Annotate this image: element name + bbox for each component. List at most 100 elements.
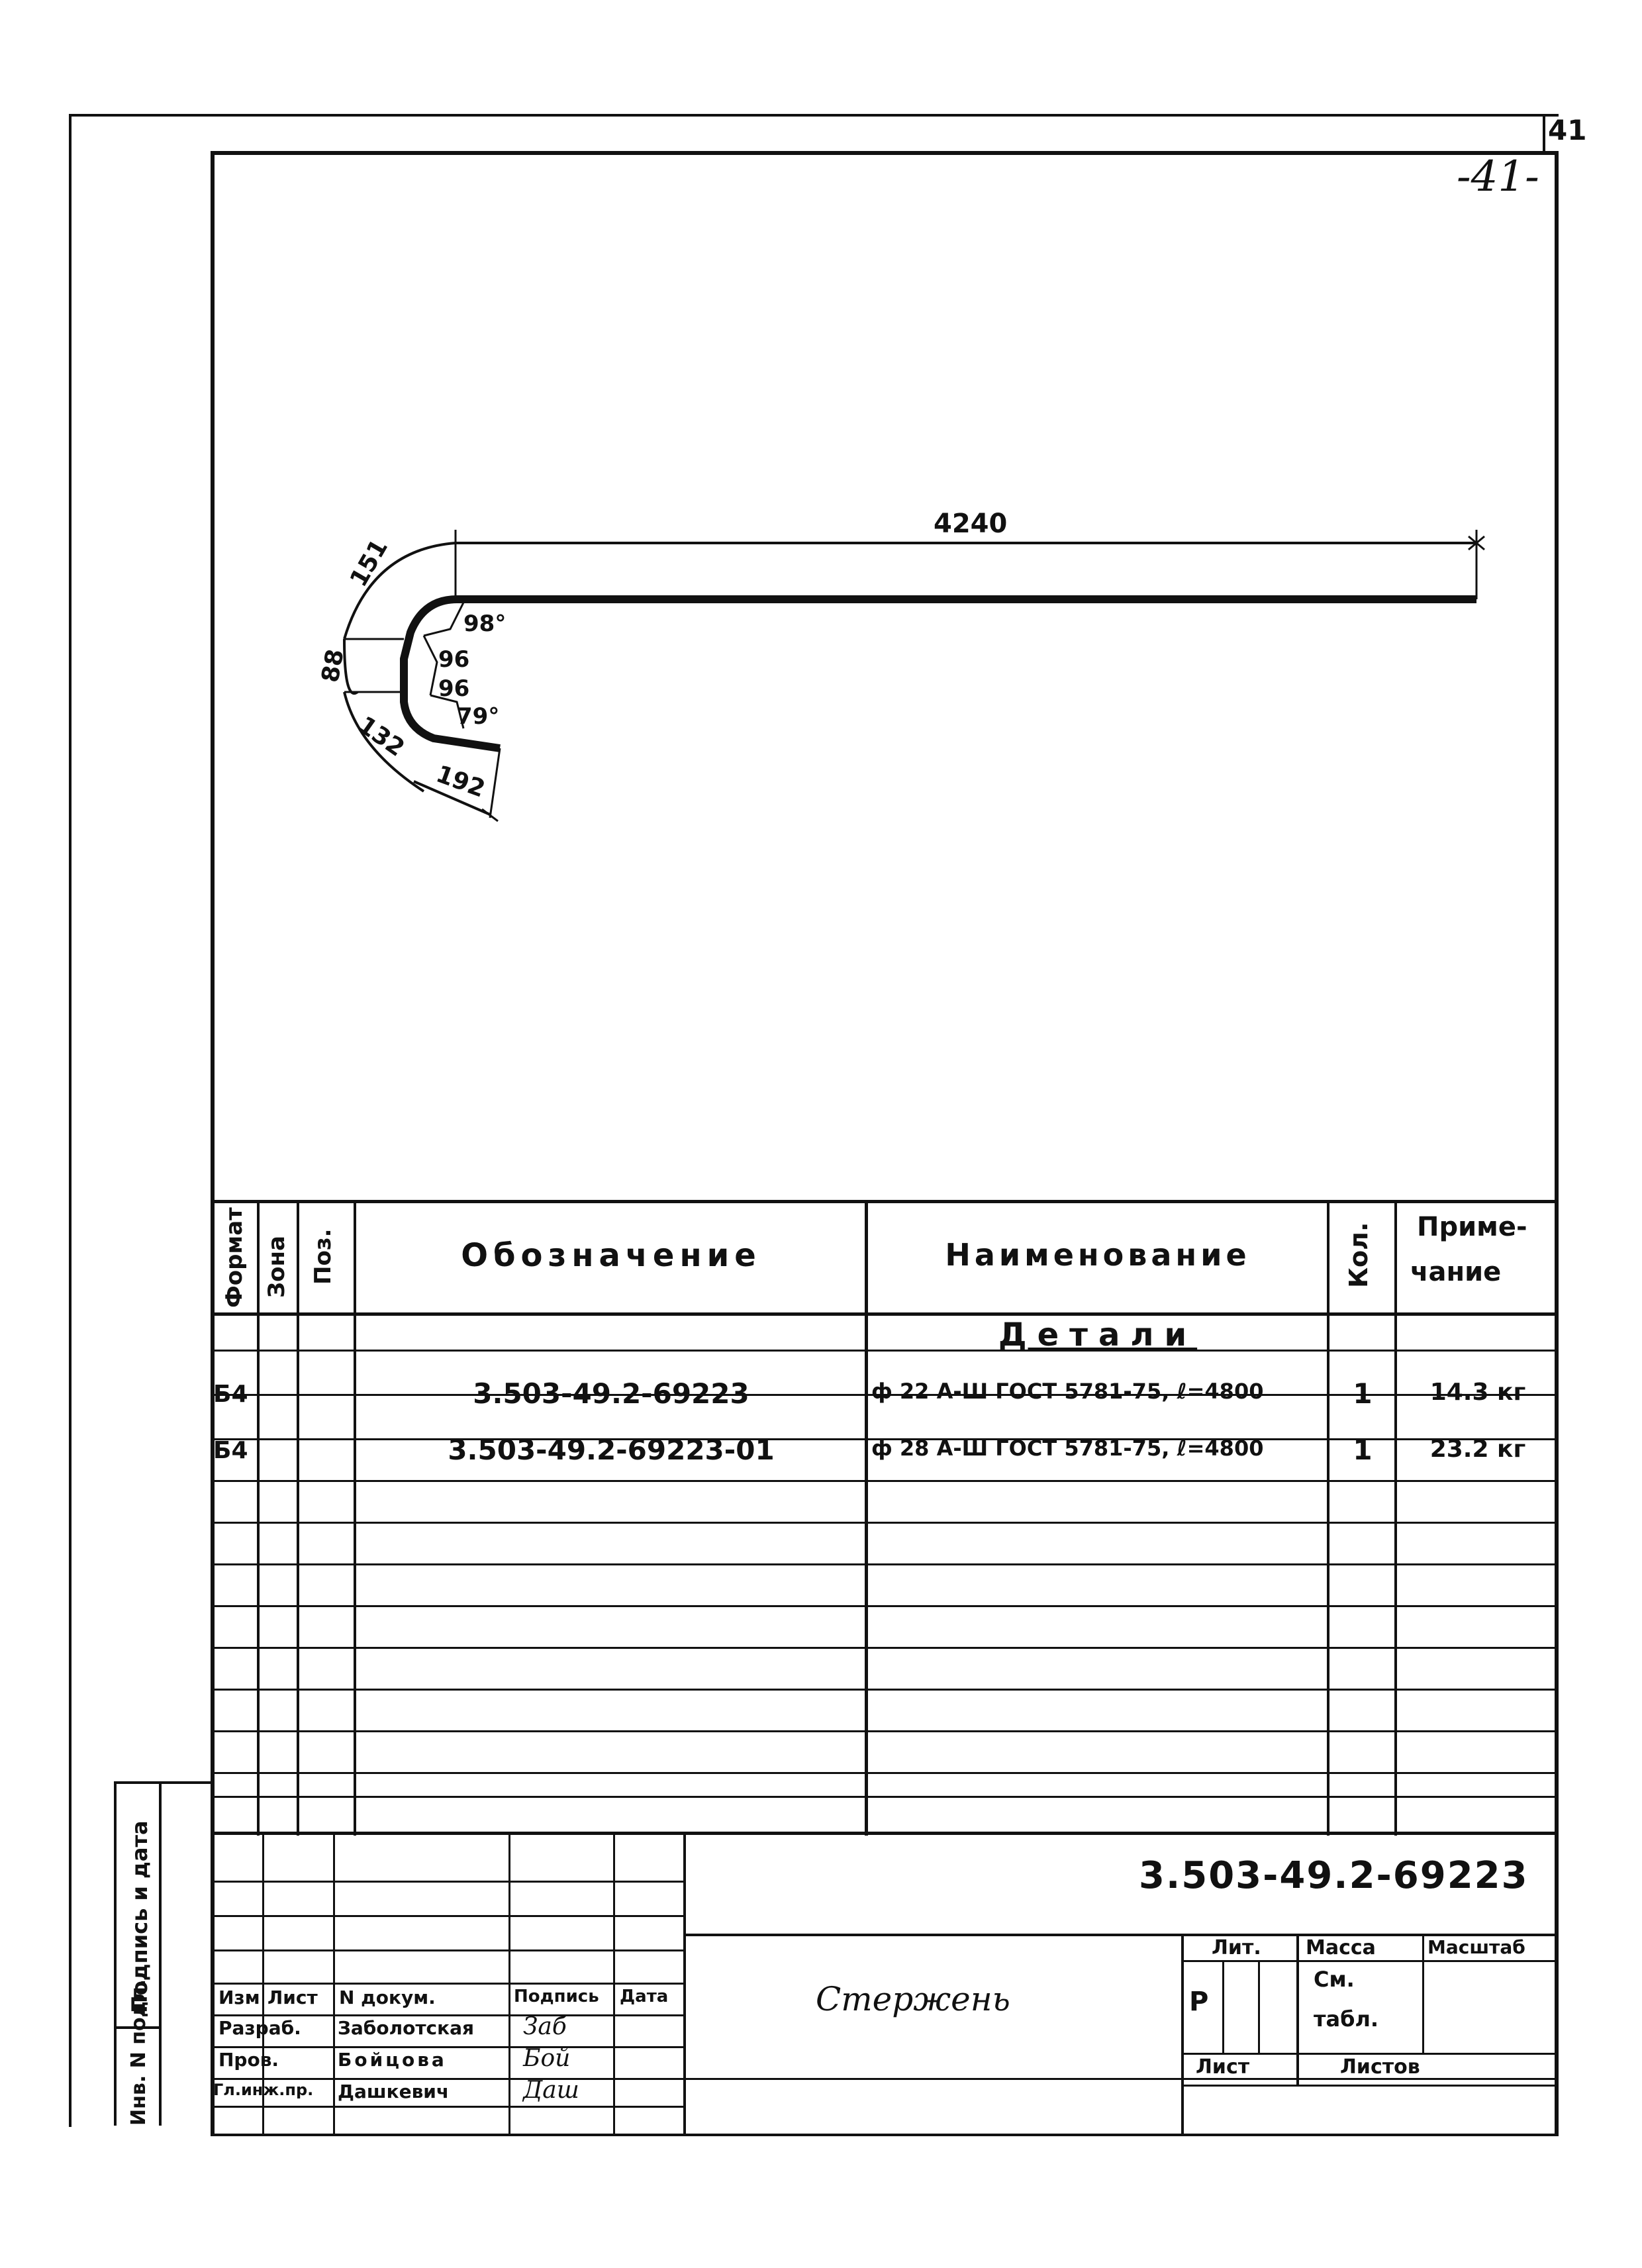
spec-col-line	[865, 1200, 868, 1836]
spec-row-line	[211, 1480, 1559, 1482]
header-qty: Кол.	[1344, 1222, 1373, 1288]
spec-row-line	[211, 1605, 1559, 1607]
spec-col-line	[354, 1200, 356, 1836]
header-note-line1: Приме-	[1417, 1212, 1527, 1242]
spec-row-line	[211, 1796, 1559, 1798]
spec-col-line	[297, 1200, 299, 1836]
tb-role-checker: Пров.	[218, 2049, 279, 2071]
row1-designation: 3.503-49.2-69223	[473, 1377, 749, 1410]
side-stamp-inv-no: Инв. N подл.	[127, 1979, 150, 2126]
tb-signature-chief-engineer: Даш	[523, 2077, 579, 2104]
spec-row-line	[211, 1563, 1559, 1565]
spec-col-line	[1394, 1200, 1397, 1836]
row2-name: ф 28 А-Ш ГОСТ 5781-75, ℓ=4800	[871, 1436, 1264, 1461]
tb-right-row	[1181, 2053, 1559, 2055]
side-stamp-divider	[114, 2026, 162, 2029]
outer-frame-top	[69, 114, 1559, 117]
spec-row-line	[211, 1522, 1559, 1524]
spec-row-line	[211, 1730, 1559, 1732]
row2-note: 23.2 кг	[1429, 1436, 1526, 1463]
angle-98: 98°	[463, 611, 507, 637]
rebar-drawing	[343, 530, 1485, 822]
tb-scale-label: Масштаб	[1427, 1936, 1525, 1958]
tb-lit-value: Р	[1189, 1987, 1209, 2017]
title-block-top	[211, 1832, 1559, 1835]
tb-row-line	[211, 2078, 683, 2080]
side-stamp-right	[159, 1781, 162, 2126]
tb-row-line	[211, 2106, 683, 2108]
tb-header-izm: Изм	[218, 1987, 260, 2008]
header-format: Формат	[221, 1207, 248, 1308]
row1-qty: 1	[1353, 1377, 1373, 1410]
tb-row-line	[211, 1983, 683, 1985]
dim-96-a: 96	[438, 646, 470, 673]
header-designation: Обозначение	[461, 1237, 761, 1274]
tb-sheets-label: Листов	[1340, 2055, 1420, 2079]
spec-row-line	[211, 1438, 1559, 1440]
tb-right-col	[1181, 1934, 1184, 2134]
title-block-bottom	[211, 2134, 1559, 2136]
tb-title-separator	[683, 1934, 1559, 1936]
row2-designation: 3.503-49.2-69223-01	[448, 1434, 775, 1466]
tb-signature-developer: Заб	[523, 2013, 567, 2040]
tb-col-line	[683, 1832, 686, 2134]
dim-height-88: 88	[316, 647, 350, 685]
tb-doc-number: 3.503-49.2-69223	[1139, 1854, 1529, 1897]
inner-frame-right	[1555, 151, 1559, 2135]
tb-lit-sub	[1222, 1960, 1224, 2053]
tb-lower-separator	[683, 2078, 1559, 2080]
inner-frame-top	[211, 151, 1559, 155]
tb-row-line	[211, 1915, 683, 1917]
spec-row-line	[211, 1647, 1559, 1649]
header-note-line2: чание	[1410, 1257, 1502, 1287]
tb-name-checker: Бойцова	[338, 2049, 447, 2071]
tb-mass-label: Масса	[1306, 1936, 1376, 1959]
tb-mass-value-line1: См.	[1314, 1967, 1355, 1992]
tb-lit-sub	[1258, 1960, 1260, 2053]
tb-right-col	[1422, 1934, 1424, 2053]
tb-header-signature: Подпись	[514, 1987, 599, 2006]
header-pos: Поз.	[310, 1228, 336, 1285]
tb-row-line	[211, 1949, 683, 1951]
header-zone: Зона	[264, 1236, 290, 1298]
spec-row-line	[211, 1689, 1559, 1691]
tb-lit-label: Лит.	[1212, 1936, 1261, 1959]
tb-right-row	[1181, 2085, 1559, 2087]
tb-header-list: Лист	[267, 1987, 318, 2008]
tb-role-chief-engineer: Гл.инж.пр.	[213, 2081, 314, 2099]
row1-name: ф 22 А-Ш ГОСТ 5781-75, ℓ=4800	[871, 1379, 1264, 1404]
spec-row-line	[211, 1350, 1559, 1352]
spec-header-bottom	[211, 1312, 1559, 1316]
dim-96-b: 96	[438, 675, 470, 702]
tb-row-line	[211, 1881, 683, 1883]
spec-row-line	[211, 1394, 1559, 1396]
row2-format: Б4	[213, 1437, 248, 1464]
row1-note: 14.3 кг	[1429, 1379, 1526, 1406]
tb-role-developer: Разраб.	[218, 2017, 301, 2039]
spec-top-line	[211, 1200, 1559, 1203]
tb-mass-value-line2: табл.	[1314, 2006, 1379, 2032]
tb-sheet-label: Лист	[1196, 2055, 1250, 2079]
tb-name-chief-engineer: Дашкевич	[338, 2081, 450, 2102]
row2-qty: 1	[1353, 1434, 1373, 1466]
outer-frame-left	[69, 114, 72, 2127]
tb-right-col	[1296, 1934, 1299, 2085]
row1-format: Б4	[213, 1381, 248, 1408]
tb-name-developer: Заболотская	[338, 2017, 475, 2039]
tb-signature-checker: Бой	[523, 2045, 571, 2072]
page-number: 41	[1548, 114, 1587, 146]
dim-length-4240: 4240	[934, 509, 1008, 539]
tb-row-line	[211, 2046, 683, 2048]
section-title-details: Детали	[998, 1316, 1198, 1354]
side-stamp-top	[114, 1781, 211, 1784]
tb-title: Стержень	[816, 1980, 1010, 2018]
rebar-shape	[400, 595, 1476, 752]
header-name: Наименование	[945, 1237, 1251, 1273]
page-number-handwritten: -41-	[1457, 152, 1539, 201]
angle-79: 79°	[457, 703, 500, 730]
spec-row-line	[211, 1772, 1559, 1774]
tb-header-doc-no: N докум.	[339, 1987, 436, 2008]
tb-right-row	[1181, 1960, 1559, 1962]
side-stamp-left	[114, 1781, 117, 2126]
tb-row-line	[211, 2014, 683, 2016]
